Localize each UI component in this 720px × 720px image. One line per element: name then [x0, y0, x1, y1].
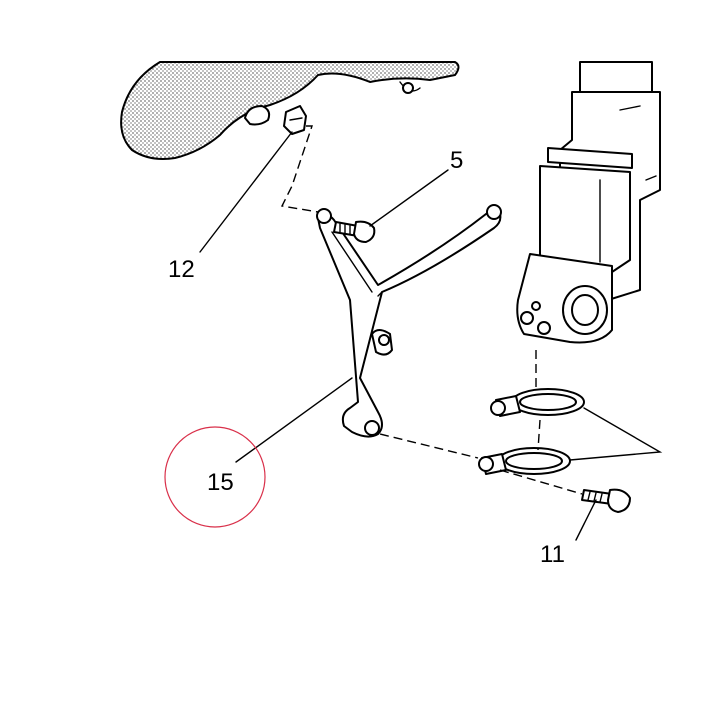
callout-12: 12 — [168, 256, 195, 283]
assembly-dashed-lines — [280, 125, 583, 495]
highlight-circle — [164, 426, 266, 528]
fork-leg-part — [516, 61, 661, 344]
lower-hose-clamp-part — [478, 447, 571, 475]
upper-hose-clamp-part — [490, 388, 585, 417]
fender-part — [120, 61, 460, 160]
callout-15: 15 — [207, 469, 234, 496]
callout-11: 11 — [540, 541, 565, 568]
callout-5: 5 — [450, 147, 463, 174]
clip-nut-part — [283, 105, 307, 135]
hose-bracket-part — [316, 204, 502, 438]
bolt-part-5 — [333, 220, 376, 243]
bolt-part-11 — [581, 488, 631, 513]
